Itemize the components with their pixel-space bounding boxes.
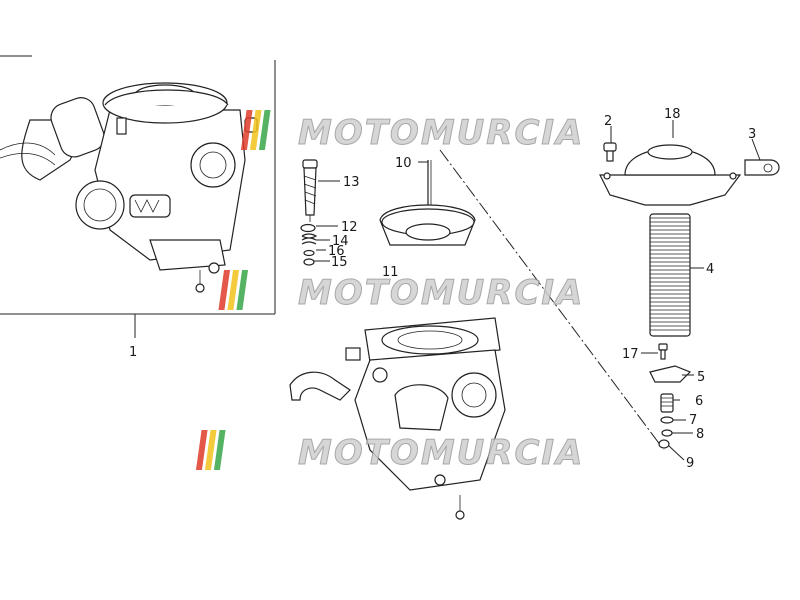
callout-14: 14 xyxy=(332,234,349,249)
callout-6: 6 xyxy=(695,394,703,409)
watermark-stripe xyxy=(213,430,226,470)
watermark-logo: MOTOMURCIA xyxy=(195,430,584,474)
watermark-text: MOTOMURCIA xyxy=(298,273,584,313)
watermark-logo: MOTOMURCIA xyxy=(240,110,584,154)
callout-4: 4 xyxy=(706,262,714,277)
carburettor-assembly-illustration xyxy=(0,82,258,293)
callout-13: 13 xyxy=(343,175,360,190)
callout-11: 11 xyxy=(382,265,399,280)
watermark-layer: MOTOMURCIA MOTOMURCIA MOTOMURCIA xyxy=(195,110,584,474)
watermark-text: MOTOMURCIA xyxy=(298,113,584,153)
vacuum-chamber-parts-illustration xyxy=(599,142,780,449)
callout-2: 2 xyxy=(604,114,612,129)
watermark-logo: MOTOMURCIA xyxy=(218,270,584,314)
guide-line xyxy=(439,149,665,451)
callout-12: 12 xyxy=(341,220,358,235)
spring-coils xyxy=(649,213,691,337)
callout-17: 17 xyxy=(622,347,639,362)
leader-lines xyxy=(314,120,761,461)
carb-body-illustration xyxy=(289,160,506,520)
callout-7: 7 xyxy=(689,413,697,428)
callout-3: 3 xyxy=(748,127,756,142)
watermark-stripe xyxy=(240,110,253,150)
jet-parts-illustration xyxy=(300,159,318,266)
callout-5: 5 xyxy=(697,370,705,385)
watermark-stripe xyxy=(204,430,217,470)
callout-16: 16 xyxy=(328,244,345,259)
callout-8: 8 xyxy=(696,427,704,442)
watermark-text: MOTOMURCIA xyxy=(298,433,584,473)
watermark-stripe xyxy=(195,430,208,470)
watermark-stripe xyxy=(249,110,262,150)
callout-15: 15 xyxy=(331,255,348,270)
watermark-stripe xyxy=(227,270,240,310)
watermark-stripe xyxy=(258,110,271,150)
callout-10: 10 xyxy=(395,156,412,171)
watermark-stripe xyxy=(236,270,249,310)
callout-1: 1 xyxy=(129,345,137,360)
watermark-stripe xyxy=(218,270,231,310)
assembly-bracket xyxy=(0,55,276,338)
callout-18: 18 xyxy=(664,107,681,122)
callout-9: 9 xyxy=(686,456,694,471)
